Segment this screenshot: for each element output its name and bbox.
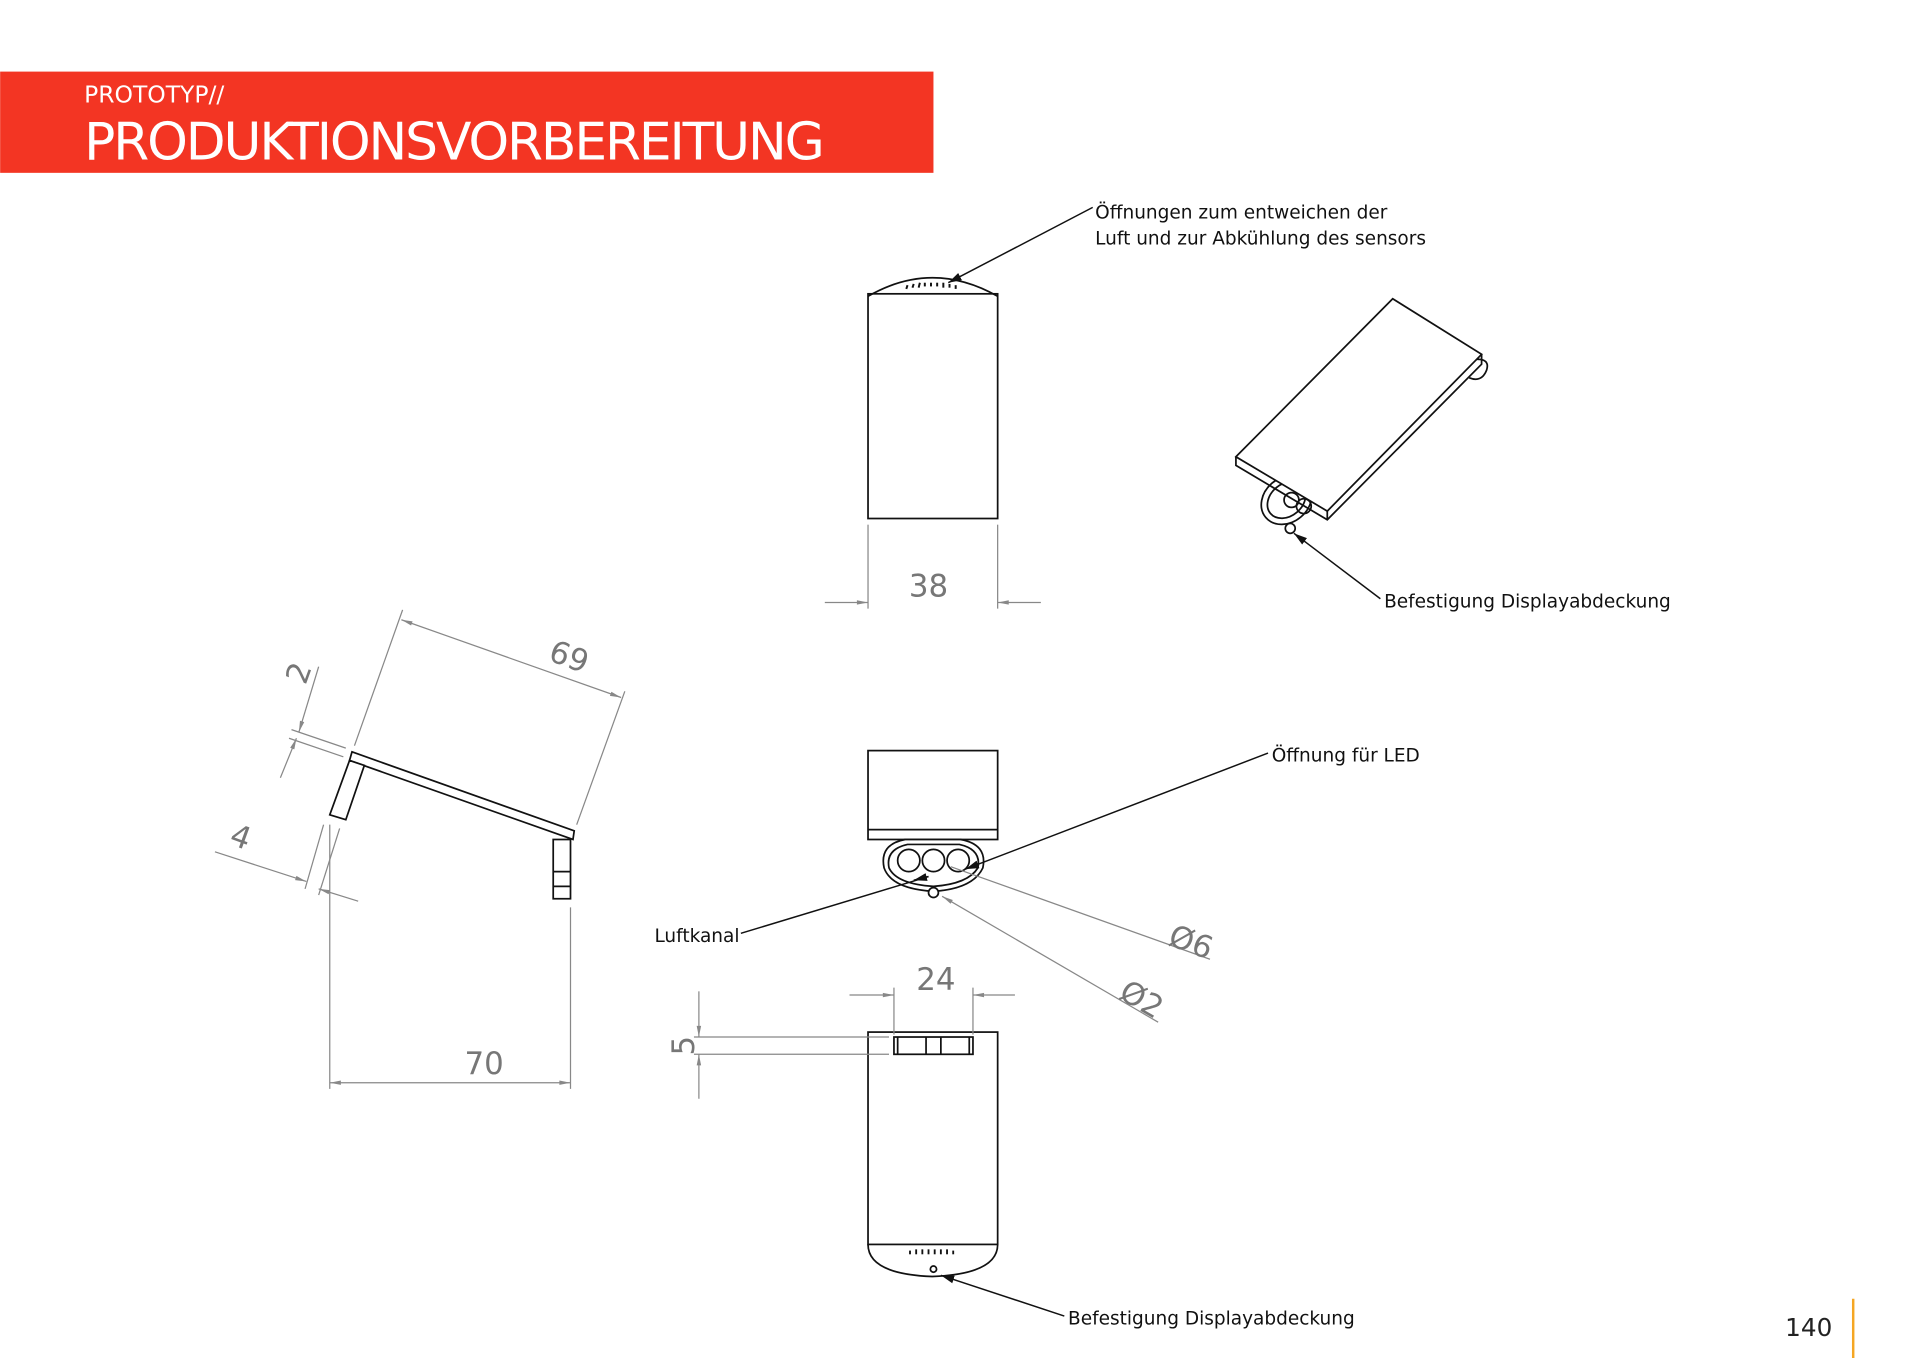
front-view: Ø6 Ø2 bbox=[740, 749, 1269, 1026]
label-air-channel: Luftkanal bbox=[654, 926, 739, 947]
side-view: 69 2 4 70 bbox=[214, 609, 626, 1089]
label-mount-bottom: Befestigung Displayabdeckung bbox=[1068, 1309, 1355, 1330]
dim-thickness: 2 bbox=[279, 658, 320, 689]
header-banner: PROTOTYP// PRODUKTIONSVORBEREITUNG bbox=[0, 71, 934, 173]
header-title: PRODUKTIONSVORBEREITUNG bbox=[84, 112, 825, 172]
dim-slot-width: 24 bbox=[916, 962, 955, 998]
bottom-view: 24 5 bbox=[666, 962, 1065, 1317]
label-mount-top: Befestigung Displayabdeckung bbox=[1384, 591, 1671, 612]
dim-slot-height: 5 bbox=[666, 1036, 702, 1056]
dim-width-top: 38 bbox=[909, 568, 948, 604]
dim-leg: 4 bbox=[225, 817, 256, 858]
dim-span: 70 bbox=[464, 1046, 503, 1082]
top-view: 38 bbox=[824, 206, 1094, 609]
header-subtitle: PROTOTYP// bbox=[84, 80, 224, 108]
label-vents-line1: Öffnungen zum entweichen der bbox=[1095, 202, 1388, 224]
isometric-view bbox=[1234, 297, 1489, 600]
dim-length-side: 69 bbox=[544, 634, 593, 681]
vent-openings bbox=[905, 282, 957, 290]
label-led-opening: Öffnung für LED bbox=[1272, 745, 1420, 767]
dim-mount-diameter: Ø2 bbox=[1113, 973, 1169, 1026]
header-background bbox=[0, 71, 934, 173]
label-vents-line2: Luft und zur Abkühlung des sensors bbox=[1095, 228, 1426, 249]
page-number: 140 bbox=[1785, 1313, 1832, 1342]
